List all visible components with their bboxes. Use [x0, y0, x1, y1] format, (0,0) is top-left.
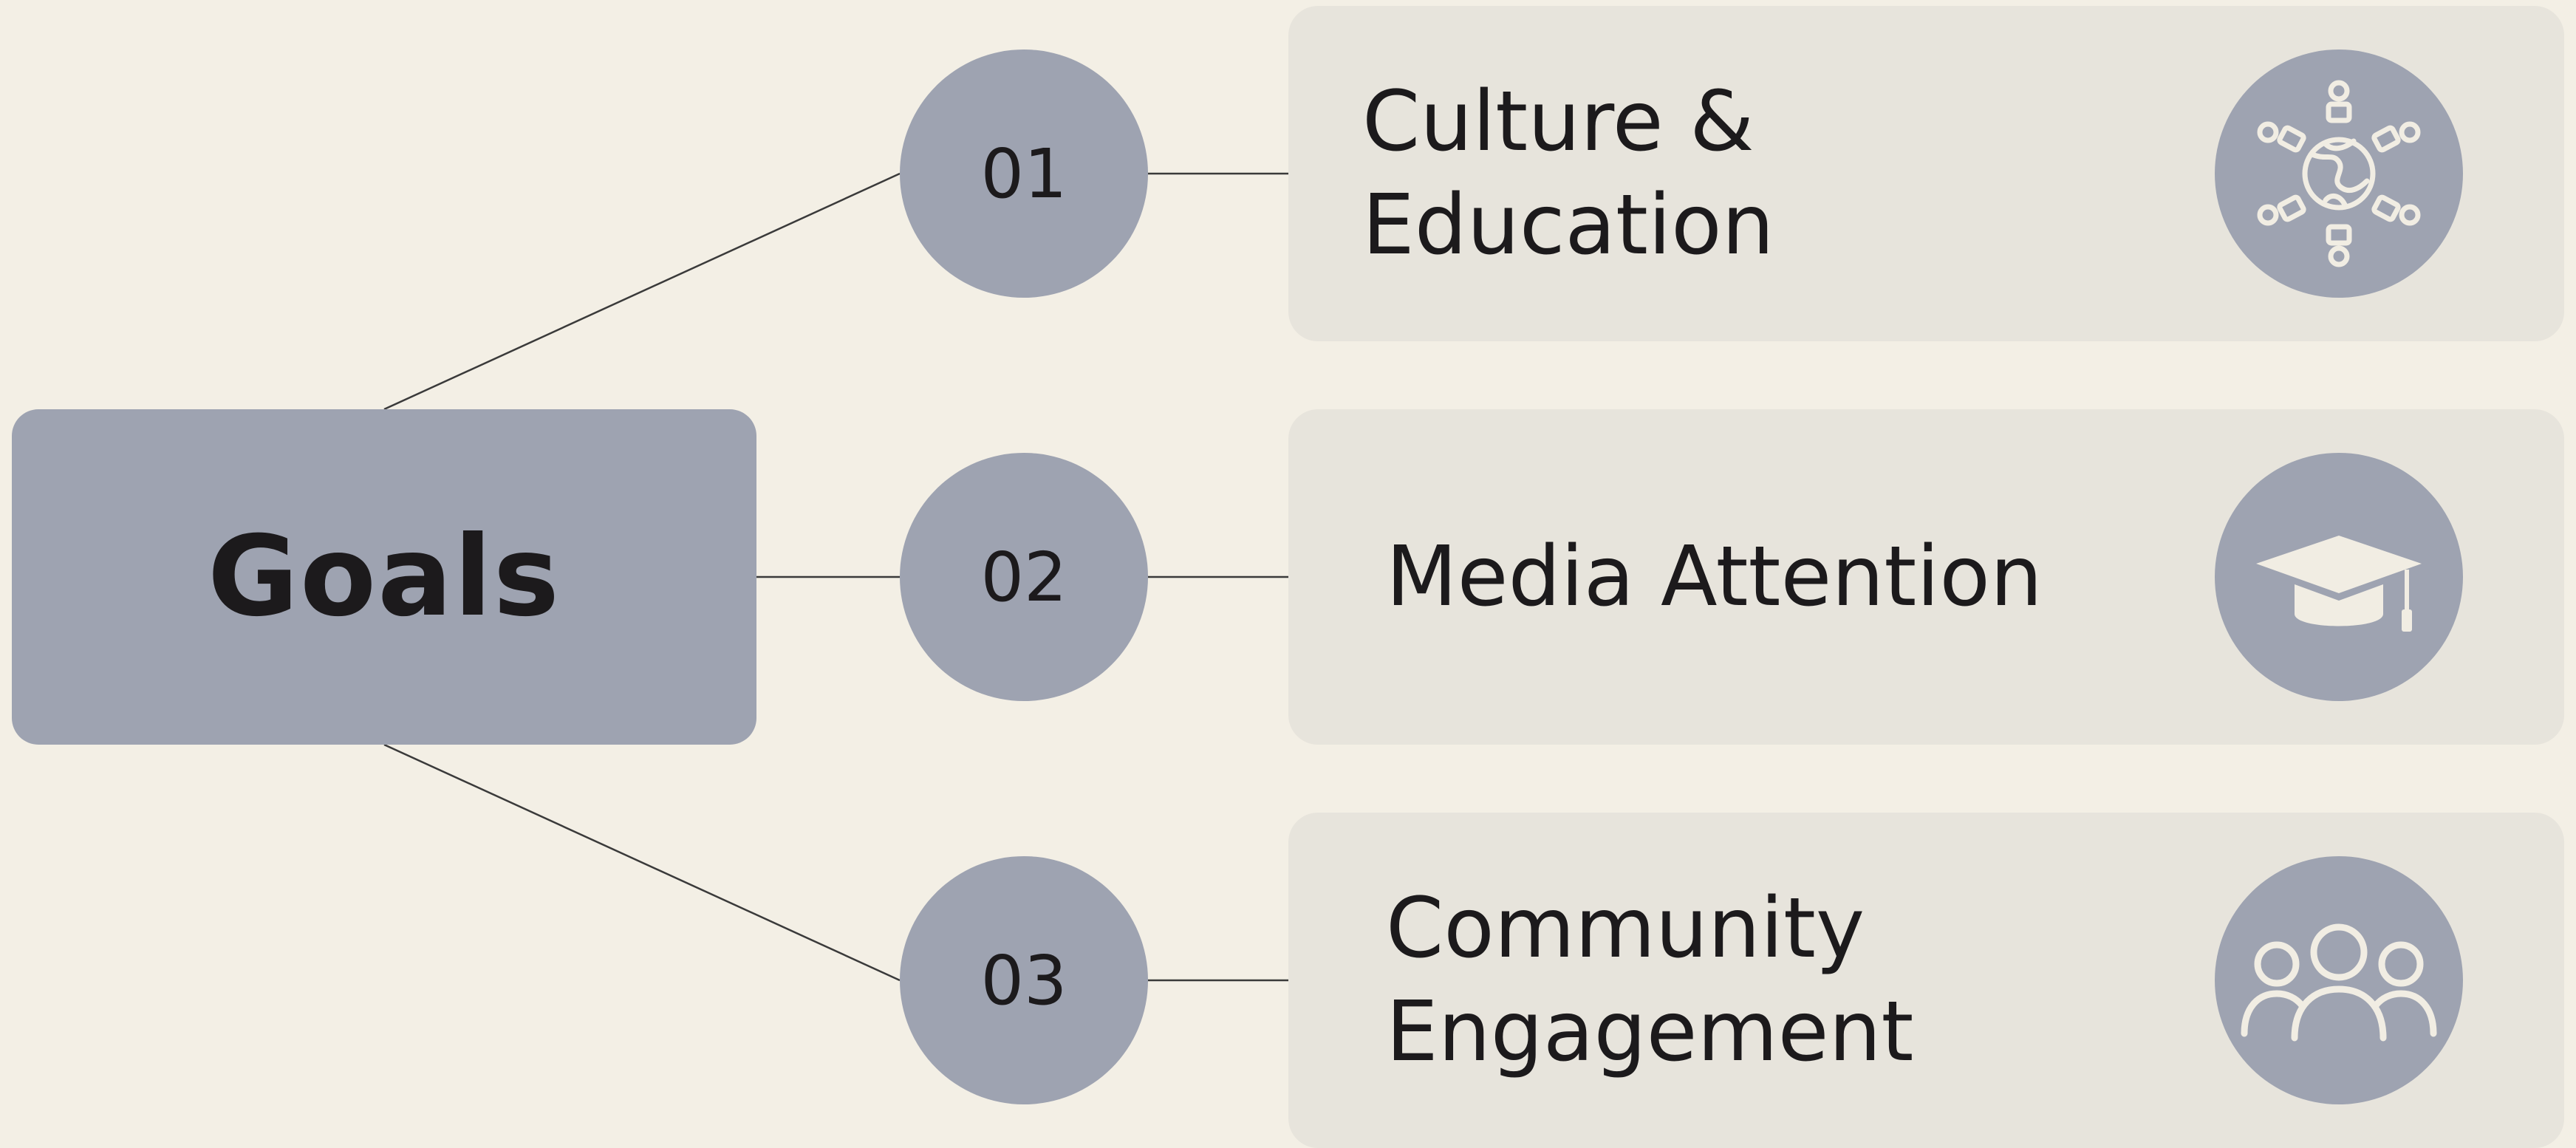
goals-title: Goals — [207, 513, 561, 641]
graduation-cap-icon — [2256, 536, 2422, 632]
connector-root-to-03 — [383, 743, 901, 982]
number-label-01: 01 — [980, 134, 1067, 213]
number-label-02: 02 — [980, 537, 1067, 617]
goal-label-line: Community — [1386, 881, 1865, 977]
number-label-03: 03 — [980, 940, 1067, 1020]
goal-label-community-engagement: Community Engagement — [1386, 813, 1913, 1148]
connector-root-to-01 — [383, 172, 901, 411]
icon-badge-03 — [2215, 856, 2463, 1104]
goal-panel-media-attention: Media Attention — [1288, 409, 2564, 745]
number-node-02: 02 — [900, 453, 1148, 701]
number-node-01: 01 — [900, 49, 1148, 298]
goal-label-line: Culture & — [1362, 74, 1755, 170]
goal-label-culture-education: Culture & Education — [1362, 6, 1774, 341]
goal-label-line: Education — [1362, 177, 1774, 273]
icon-badge-02 — [2215, 453, 2463, 701]
goal-label-line: Media Attention — [1386, 529, 2043, 625]
goal-label-media-attention: Media Attention — [1386, 409, 2043, 745]
goal-panel-community-engagement: Community Engagement — [1288, 813, 2564, 1148]
goal-panel-culture-education: Culture & Education — [1288, 6, 2564, 341]
number-node-03: 03 — [900, 856, 1148, 1104]
icon-badge-01 — [2215, 49, 2463, 298]
goal-label-line: Engagement — [1386, 984, 1914, 1080]
group-people-icon — [2241, 923, 2437, 1042]
goals-root-node: Goals — [12, 409, 756, 745]
global-community-icon — [2257, 80, 2421, 267]
